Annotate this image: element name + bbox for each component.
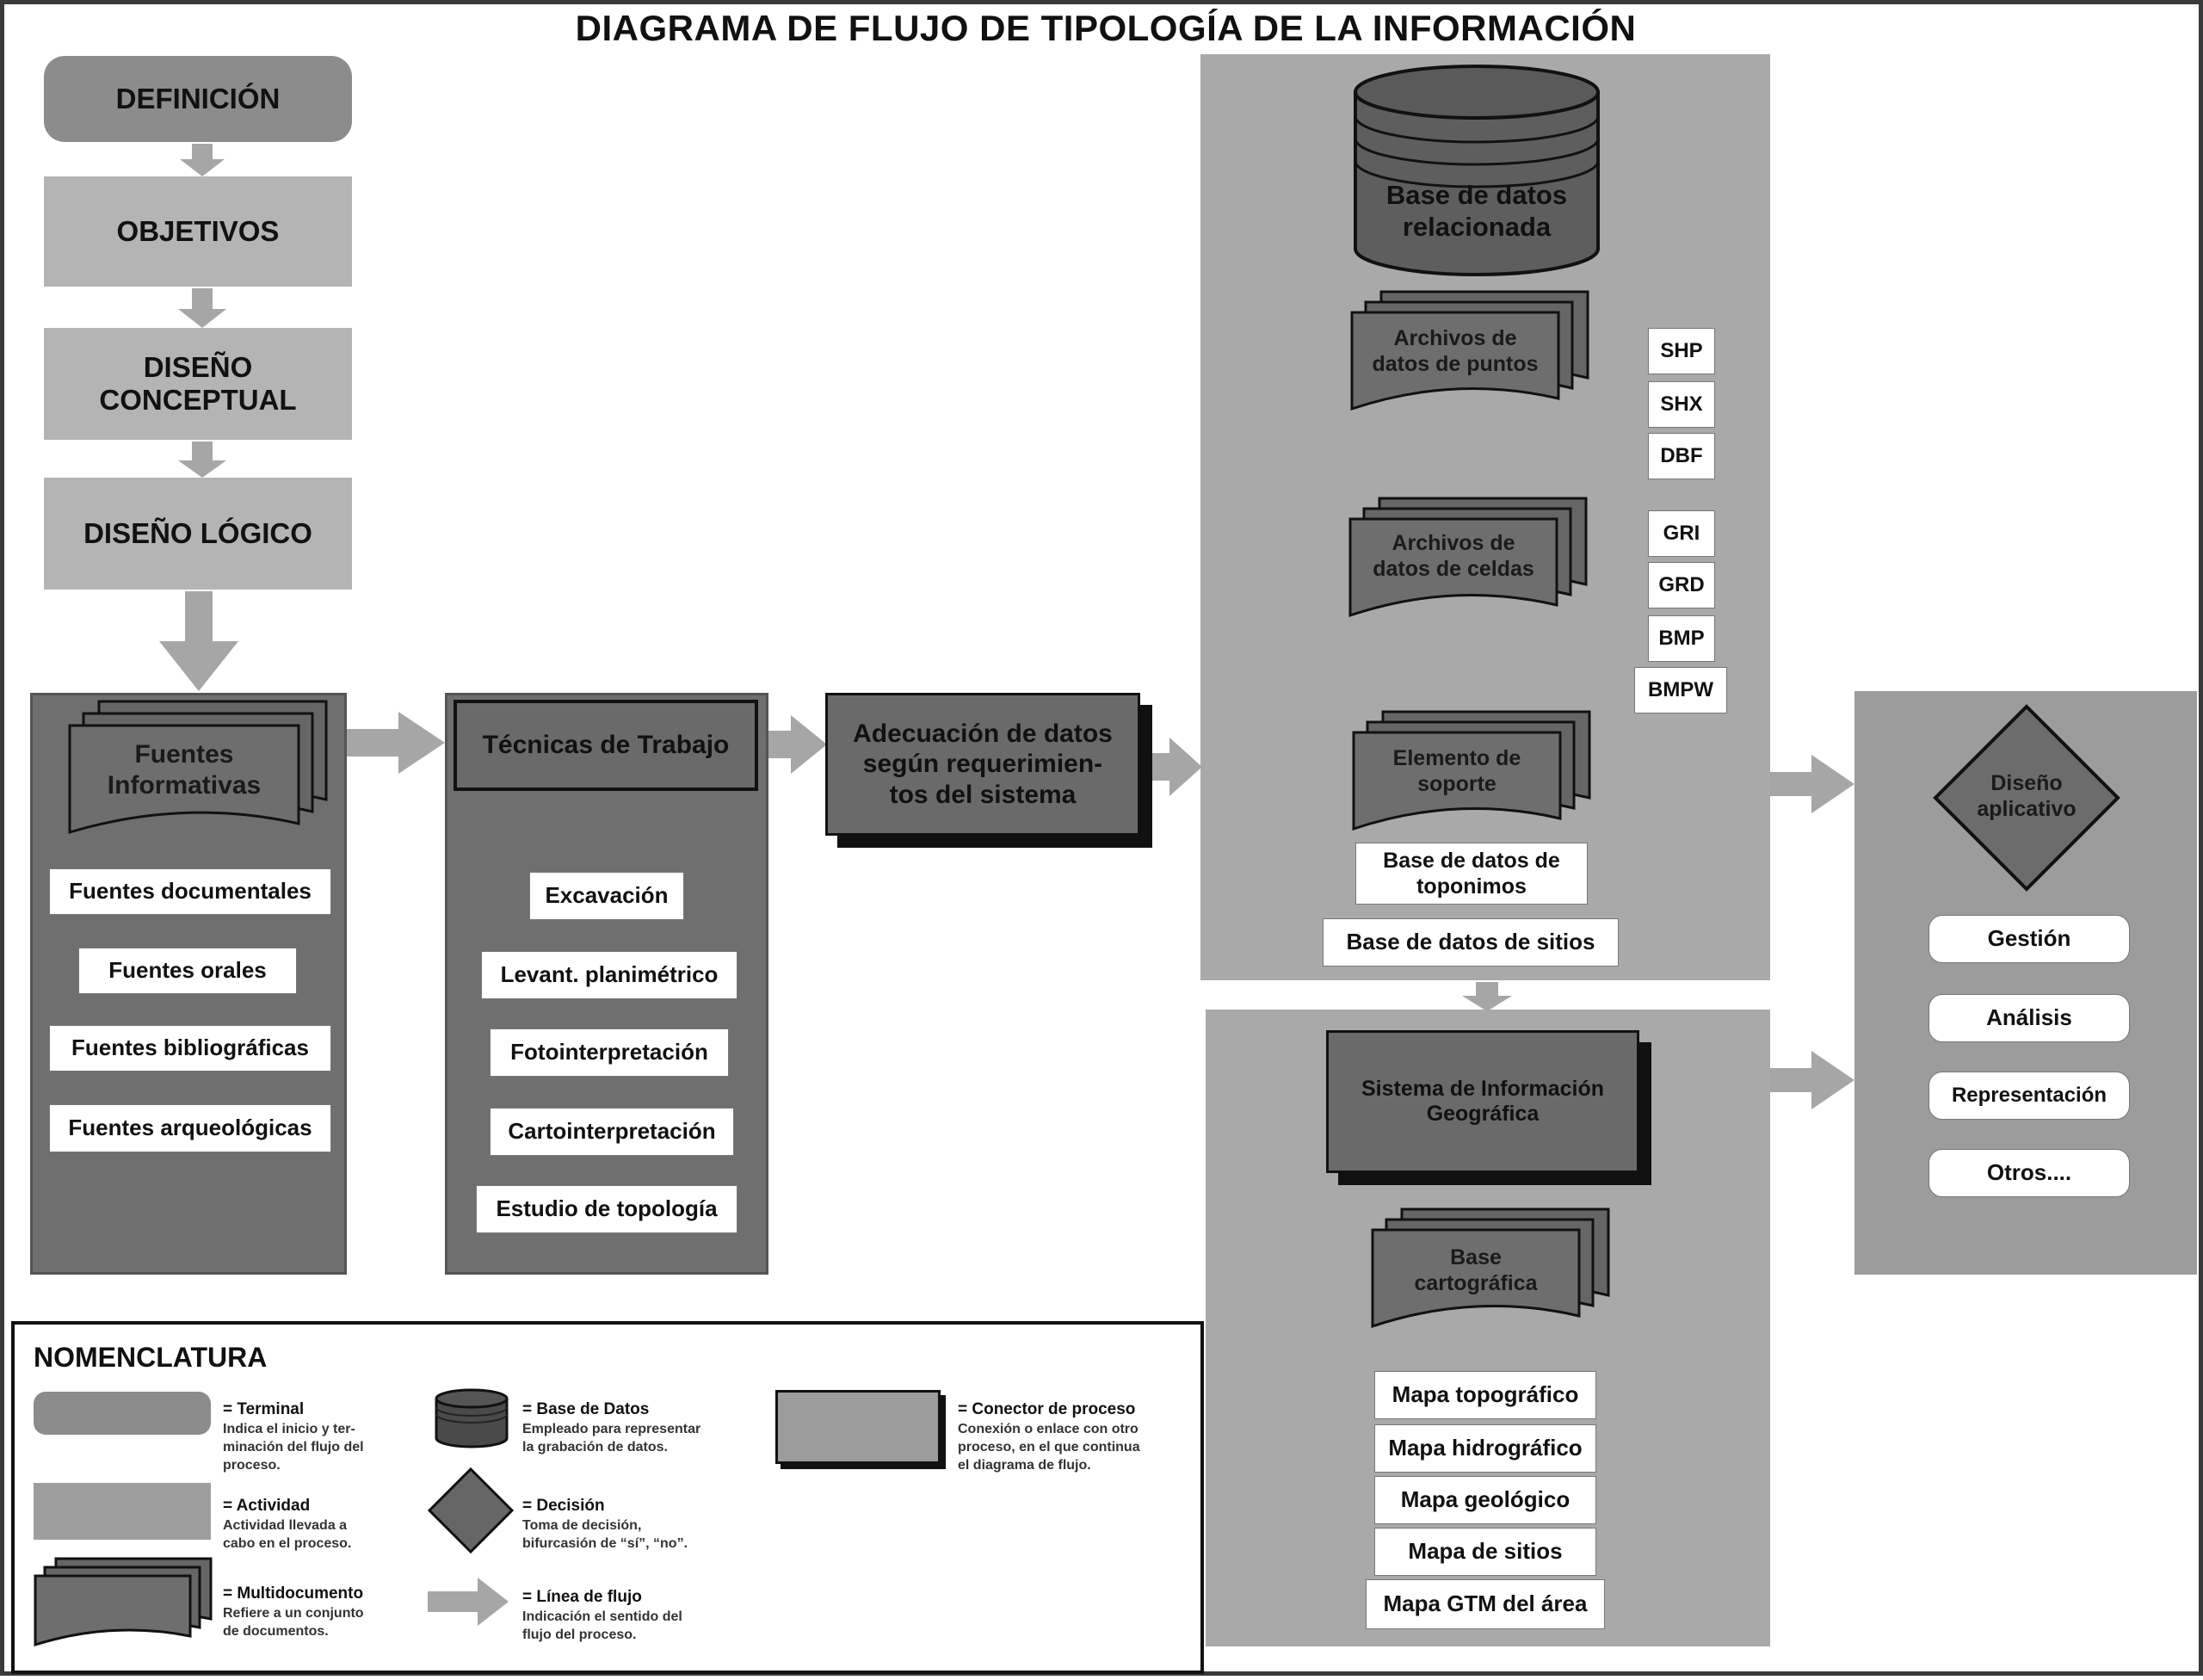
multidocument-shape-icon — [34, 1557, 213, 1647]
adecuacion-connector: Adecuación de datos según requerimien- t… — [825, 693, 1140, 836]
database-label: Base de datos relacionada — [1385, 179, 1568, 242]
map-item: Mapa hidrográfico — [1374, 1424, 1596, 1473]
terminal-definicion: DEFINICIÓN — [44, 56, 352, 142]
format-badge: DBF — [1648, 433, 1715, 479]
soporte-label: Elemento de soporte — [1392, 746, 1521, 796]
toponimos-box: Base de datos de toponimos — [1355, 843, 1588, 905]
tecnicas-item: Fotointerpretación — [490, 1028, 729, 1077]
aplicativo-item: Análisis — [1928, 994, 2130, 1042]
page-title: DIAGRAMA DE FLUJO DE TIPOLOGÍA DE LA INF… — [575, 8, 1637, 48]
cartografica-multidoc-icon — [1371, 1208, 1610, 1329]
arrow-database-aplicativo — [1770, 755, 1854, 813]
tecnicas-item: Excavación — [529, 872, 684, 920]
format-badge: SHP — [1648, 328, 1715, 374]
arrow-database-sig — [1462, 982, 1512, 1011]
legend-multidoc-desc: Refiere a un conjunto de documentos. — [223, 1606, 364, 1639]
tecnicas-header: Técnicas de Trabajo — [454, 700, 758, 791]
legend-basedatos-desc: Empleado para representar la grabación d… — [522, 1422, 701, 1455]
legend-box: NOMENCLATURA = Terminal Indica el inicio… — [11, 1321, 1204, 1674]
legend-decision-desc: Toma de decisión, bifurcasión de “sí”, “… — [522, 1518, 688, 1551]
map-item: Mapa topográfico — [1374, 1371, 1596, 1419]
legend-multidoc-name: = Multidocumento — [223, 1584, 364, 1603]
aplicativo-label: Diseño aplicativo — [1977, 771, 2076, 821]
format-badge: SHX — [1648, 381, 1715, 428]
activity-objetivos: OBJETIVOS — [44, 176, 352, 287]
format-badge: GRI — [1648, 510, 1715, 557]
tecnicas-item: Estudio de topología — [476, 1185, 737, 1233]
legend-actividad-desc: Actividad llevada a cabo en el proceso. — [223, 1518, 352, 1551]
format-badge: BMPW — [1634, 667, 1727, 713]
soporte-multidoc-icon — [1352, 710, 1591, 831]
puntos-multidoc-icon — [1350, 290, 1589, 411]
celdas-multidoc-icon — [1348, 497, 1588, 618]
fuentes-header: Fuentes Informativas — [107, 740, 262, 800]
arrow-definicion-objetivos — [180, 144, 225, 176]
legend-conector-name: = Conector de proceso — [958, 1400, 1136, 1418]
tecnicas-item: Cartointerpretación — [490, 1108, 734, 1156]
database-shape-icon — [435, 1388, 509, 1448]
fuentes-multidoc-icon — [68, 700, 328, 835]
puntos-label: Archivos de datos de puntos — [1372, 326, 1539, 376]
arrow-objetivos-conceptual — [178, 288, 226, 328]
arrow-conceptual-logico — [178, 442, 226, 478]
fuentes-item: Fuentes arqueológicas — [49, 1104, 331, 1152]
flow-arrows — [159, 144, 1854, 1109]
database-cylinder-icon — [1354, 65, 1600, 276]
map-item: Mapa GTM del área — [1366, 1579, 1605, 1629]
legend-decision-name: = Decisión — [522, 1497, 605, 1515]
aplicativo-item: Gestión — [1928, 915, 2130, 963]
sig-connector: Sistema de Información Geográfica — [1326, 1030, 1639, 1173]
legend-flujo-desc: Indicación el sentido del flujo del proc… — [522, 1609, 682, 1642]
activity-shape-icon — [34, 1483, 211, 1540]
format-badge: GRD — [1648, 562, 1715, 608]
fuentes-item: Fuentes orales — [78, 948, 297, 994]
sitios-db-box: Base de datos de sitios — [1323, 918, 1619, 967]
terminal-shape-icon — [34, 1392, 211, 1435]
legend-terminal-desc: Indica el inicio y ter- minación del flu… — [223, 1422, 364, 1473]
connector-shape-icon — [775, 1390, 941, 1464]
legend-actividad-name: = Actividad — [223, 1497, 311, 1515]
legend-basedatos-name: = Base de Datos — [522, 1400, 650, 1418]
fuentes-item: Fuentes bibliográficas — [49, 1025, 331, 1072]
fuentes-item: Fuentes documentales — [49, 868, 331, 915]
legend-terminal-name: = Terminal — [223, 1400, 305, 1418]
decision-shape-icon — [427, 1467, 515, 1554]
activity-diseno-conceptual: DISEÑO CONCEPTUAL — [44, 328, 352, 440]
decision-diamond-icon — [1933, 704, 2120, 892]
legend-title: NOMENCLATURA — [34, 1342, 268, 1373]
arrow-fuentes-tecnicas — [347, 712, 445, 774]
arrow-sig-aplicativo — [1770, 1051, 1854, 1109]
arrow-logico-fuentes — [159, 591, 238, 691]
format-badge: BMP — [1648, 615, 1715, 662]
celdas-label: Archivos de datos de celdas — [1373, 531, 1534, 581]
flow-arrow-shape-icon — [428, 1578, 509, 1626]
cartografica-label: Base cartográfica — [1414, 1245, 1538, 1295]
map-item: Mapa geológico — [1374, 1476, 1596, 1524]
aplicativo-item: Representación — [1928, 1072, 2130, 1120]
arrow-tecnicas-adecuacion — [768, 715, 827, 774]
legend-conector-desc: Conexión o enlace con otro proceso, en e… — [958, 1422, 1140, 1473]
aplicativo-item: Otros.... — [1928, 1149, 2130, 1197]
map-item: Mapa de sitios — [1374, 1528, 1596, 1576]
arrow-adecuacion-database — [1152, 738, 1202, 796]
tecnicas-item: Levant. planimétrico — [481, 951, 737, 999]
legend-flujo-name: = Línea de flujo — [522, 1588, 642, 1606]
activity-diseno-logico: DISEÑO LÓGICO — [44, 478, 352, 590]
